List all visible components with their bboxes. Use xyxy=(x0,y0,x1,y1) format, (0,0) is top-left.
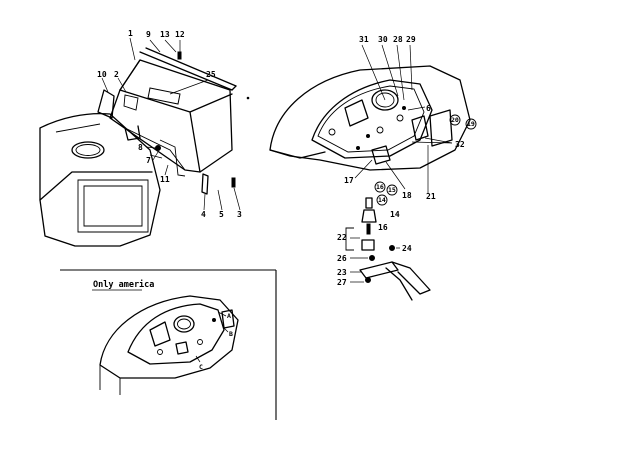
label-32: 32 xyxy=(455,140,465,149)
right-labels: 31 30 28 29 6 20 19 32 17 18 21 16 15 14… xyxy=(344,35,475,232)
label-19: 19 xyxy=(467,120,475,128)
label-2: 2 xyxy=(114,70,119,79)
label-28: 28 xyxy=(393,35,403,44)
label-4: 4 xyxy=(201,210,206,219)
left-body-panel xyxy=(39,112,161,247)
inset-label-b: B xyxy=(229,330,233,338)
label-3: 3 xyxy=(237,210,242,219)
lower-labels: 22 24 26 23 27 xyxy=(337,233,412,287)
lower-leader-lines xyxy=(350,237,400,283)
switch-stack xyxy=(345,197,377,251)
inset-frame xyxy=(60,269,277,420)
label-13: 13 xyxy=(160,30,170,39)
inset-leader-lines xyxy=(195,311,229,363)
label-27: 27 xyxy=(337,278,347,287)
label-22: 22 xyxy=(337,233,347,242)
label-7: 7 xyxy=(146,156,151,165)
label-14b: 14 xyxy=(390,210,400,219)
left-labels: 1 9 13 12 10 2 25 8 7 11 4 5 3 xyxy=(97,29,242,219)
right-leader-lines xyxy=(354,44,453,194)
label-14: 14 xyxy=(378,196,386,204)
label-20: 20 xyxy=(451,116,459,124)
label-16: 16 xyxy=(376,183,384,191)
label-18: 18 xyxy=(402,191,412,200)
left-leader-lines xyxy=(101,37,241,211)
trim-strip xyxy=(139,47,237,91)
label-10: 10 xyxy=(97,70,107,79)
label-30: 30 xyxy=(378,35,388,44)
lower-bracket xyxy=(359,245,431,301)
right-circled-parts xyxy=(374,114,477,206)
label-5: 5 xyxy=(219,210,224,219)
label-6: 6 xyxy=(426,104,431,113)
label-12: 12 xyxy=(175,30,185,39)
label-15: 15 xyxy=(388,186,396,194)
label-1: 1 xyxy=(128,29,133,38)
stray-dot xyxy=(246,96,250,100)
label-23: 23 xyxy=(337,268,347,277)
inset-title: Only america xyxy=(93,279,154,290)
label-31: 31 xyxy=(359,35,369,44)
label-9: 9 xyxy=(146,30,151,39)
inset-label-c: C xyxy=(199,363,203,371)
label-17: 17 xyxy=(344,176,354,185)
left-fasteners xyxy=(97,51,236,195)
inset-panel xyxy=(99,295,239,395)
label-25: 25 xyxy=(206,70,216,79)
inset-label-a: A xyxy=(227,312,231,320)
instrument-panel xyxy=(269,65,471,171)
console-housing xyxy=(109,59,233,177)
label-26: 26 xyxy=(337,254,347,263)
label-16b: 16 xyxy=(378,223,388,232)
inset-labels: A B C xyxy=(199,312,233,371)
label-24: 24 xyxy=(402,244,412,253)
label-8: 8 xyxy=(138,143,143,152)
label-29: 29 xyxy=(406,35,416,44)
label-21: 21 xyxy=(426,192,436,201)
label-11: 11 xyxy=(160,175,170,184)
